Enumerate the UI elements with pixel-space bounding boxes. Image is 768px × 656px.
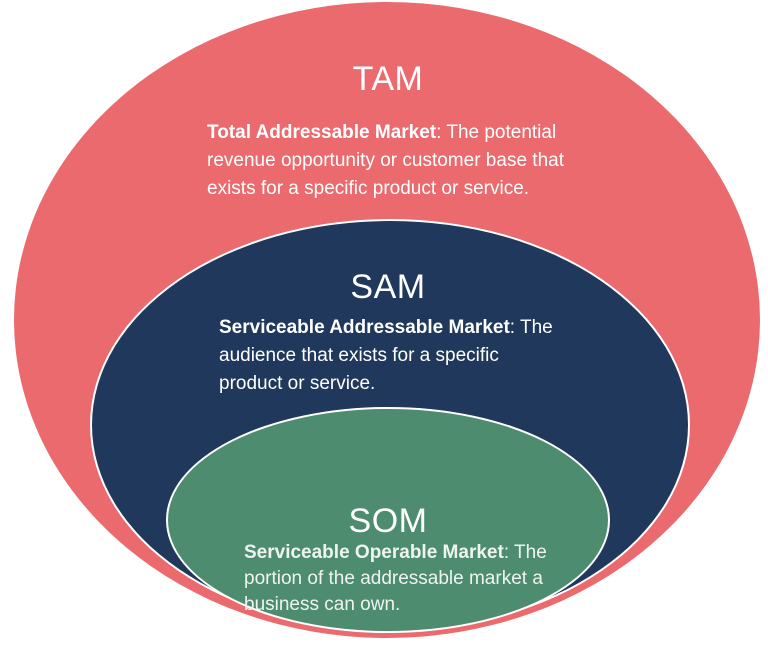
som-description-line2: portion of the addressable market a [244, 568, 543, 589]
tam-description-line1: Total Addressable Market: The potential [207, 119, 564, 147]
sam-description-line3: product or service. [219, 373, 376, 394]
tam-description-line3: exists for a specific product or service… [207, 178, 530, 199]
som-label: SOM [348, 502, 428, 540]
sam-description: Serviceable Addressable Market: The audi… [219, 314, 553, 398]
som-term-suffix: : The [503, 542, 547, 563]
som-term: Serviceable Operable Market [244, 542, 504, 563]
sam-label: SAM [350, 268, 426, 306]
tam-description: Total Addressable Market: The potential … [207, 119, 564, 203]
som-ellipse [166, 407, 610, 633]
sam-term: Serviceable Addressable Market [219, 317, 510, 338]
tam-term-suffix: : The potential [436, 122, 557, 143]
sam-description-line1: Serviceable Addressable Market: The [219, 314, 553, 342]
tam-description-line2: revenue opportunity or customer base tha… [207, 150, 564, 171]
sam-description-line2: audience that exists for a specific [219, 345, 499, 366]
tam-label: TAM [352, 60, 424, 98]
som-description: Serviceable Operable Market: The portion… [244, 540, 547, 618]
som-description-line3: business can own. [244, 594, 401, 615]
som-description-line1: Serviceable Operable Market: The [244, 540, 547, 566]
tam-term: Total Addressable Market [207, 122, 437, 143]
sam-term-suffix: : The [509, 317, 553, 338]
